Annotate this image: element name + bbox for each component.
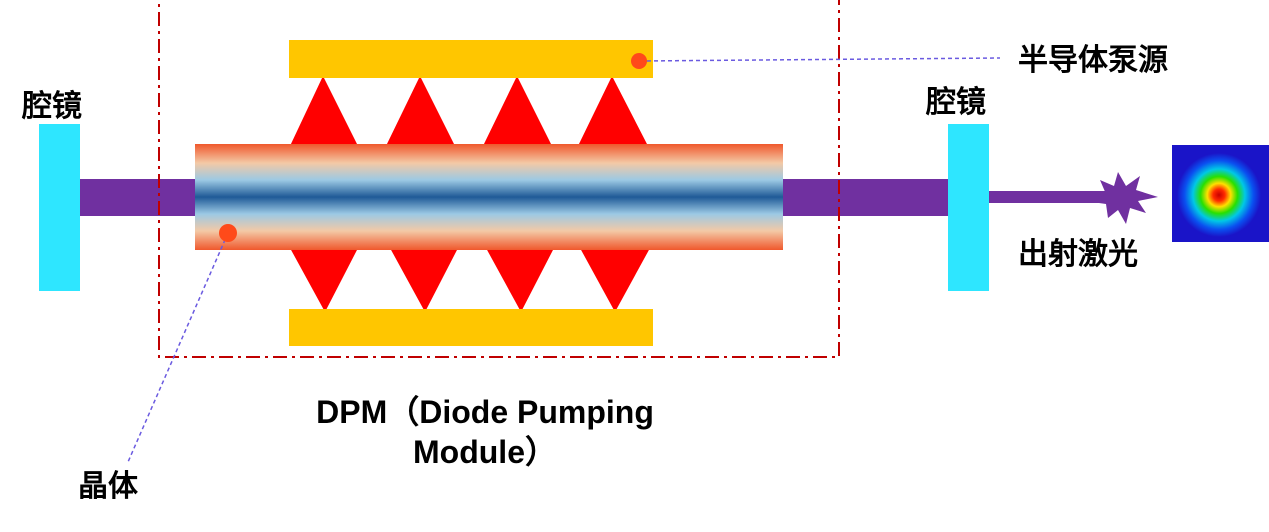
dpm-caption-line2: Module） <box>413 434 557 470</box>
pump-light-triangle <box>486 248 554 312</box>
output-laser-label: 出射激光 <box>1018 237 1138 272</box>
cavity-mirror-left-label: 腔镜 <box>22 89 82 124</box>
pump-light-triangle <box>386 76 455 146</box>
pump-light-triangle <box>390 248 458 312</box>
crystal-leader-line <box>127 232 229 463</box>
cavity-mirror-right-label: 腔镜 <box>926 85 986 120</box>
pump-source-marker-dot <box>631 53 647 69</box>
dpm-caption: DPM（Diode Pumping Module） <box>270 392 700 472</box>
pump-light-triangle <box>483 76 552 146</box>
laser-crystal <box>195 144 783 250</box>
crystal-label: 晶体 <box>78 469 138 504</box>
cavity-mirror-right <box>948 124 989 291</box>
pump-source-leader-line <box>639 57 1001 62</box>
crystal-marker-dot <box>219 224 237 242</box>
pump-light-triangle <box>290 248 358 312</box>
pump-source-label: 半导体泵源 <box>1018 43 1168 78</box>
starburst-icon <box>1092 172 1158 224</box>
pump-light-bottom <box>290 248 650 312</box>
pump-light-triangle <box>578 76 648 146</box>
dpm-caption-line1: DPM（Diode Pumping <box>316 394 654 430</box>
pump-bar-top <box>289 40 653 78</box>
pump-light-triangle <box>290 76 358 146</box>
pump-bar-bottom <box>289 309 653 346</box>
gaussian-spot-core <box>1177 153 1261 237</box>
dpm-module-border <box>158 0 840 358</box>
cavity-mirror-left <box>39 124 80 291</box>
pump-light-triangle <box>580 248 650 312</box>
output-beam <box>988 191 1106 203</box>
pump-light-top <box>290 76 648 146</box>
